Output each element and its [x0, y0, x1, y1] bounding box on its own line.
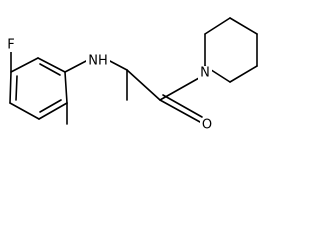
ring-inner-double-bond: [39, 63, 61, 76]
ring-bond: [9, 71, 12, 104]
amine-to-alpha-carbon-bond: [107, 59, 128, 71]
amine-group: NH: [86, 54, 110, 69]
ring-inner-double-bond: [39, 99, 62, 113]
ring-bond: [9, 102, 40, 120]
carbonyl-double-bond: [162, 94, 203, 118]
ring-bond: [204, 17, 231, 35]
fluorine-label: F: [7, 38, 14, 53]
fluorine-atom: F: [5, 38, 17, 53]
ring-inner-double-bond: [15, 75, 18, 101]
carbonyl-double-bond: [159, 99, 201, 123]
carbonyl-to-nitrogen-bond: [159, 77, 200, 101]
carbonyl-oxygen-label: O: [202, 118, 212, 133]
chemical-structure: F NH N O: [5, 17, 258, 133]
ring-bond: [64, 71, 68, 104]
benzene-ring: [9, 57, 68, 120]
amide-nitrogen-label: N: [200, 66, 210, 81]
ring-bond: [229, 65, 258, 83]
amine-label: NH: [88, 54, 108, 69]
carbonyl-oxygen-atom: O: [200, 118, 214, 133]
ring-bond: [37, 57, 66, 73]
piperidine-ring: [204, 17, 258, 83]
ring-to-amine-bond: [64, 59, 89, 73]
ring-bond: [229, 17, 258, 35]
ring-bond: [10, 57, 39, 73]
alpha-carbon-to-carbonyl-bond: [126, 69, 161, 101]
ring-bond: [38, 102, 68, 120]
amide-nitrogen-atom: N: [198, 66, 212, 81]
